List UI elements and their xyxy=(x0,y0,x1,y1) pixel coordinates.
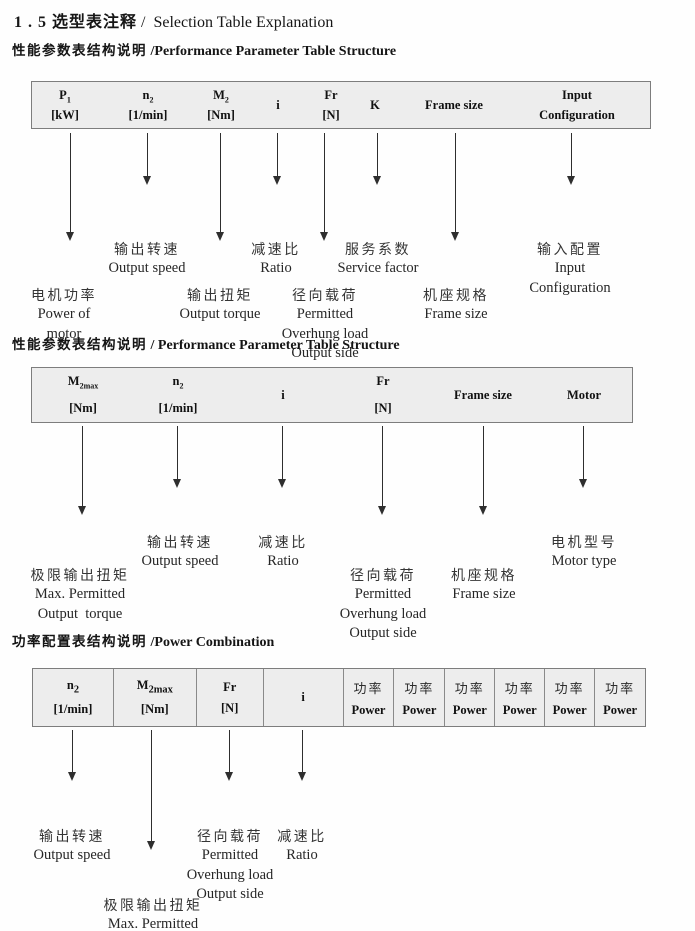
down-arrow xyxy=(224,730,234,781)
page-title-en: / Selection Table Explanation xyxy=(137,14,334,31)
col-header-frame-size: Frame size xyxy=(454,387,512,402)
arrowhead-icon xyxy=(451,232,459,241)
section-3-heading-en: /Power Combination xyxy=(147,635,275,650)
arrowhead-icon xyxy=(320,232,328,241)
col-header-fr: Fr[N] xyxy=(322,87,340,122)
section-3-heading: 功率配置表结构说明 /Power Combination xyxy=(12,630,274,651)
param-table-2: M2max[Nm] n2[1/min] i Fr[N] Frame size M… xyxy=(31,367,633,423)
arrowhead-icon xyxy=(78,506,86,515)
section-1-heading: 性能参数表结构说明 /Performance Parameter Table S… xyxy=(12,39,396,60)
arrowhead-icon xyxy=(373,176,381,185)
down-arrow xyxy=(67,730,77,781)
col-header-i: i xyxy=(281,387,285,402)
section-1-heading-en: /Performance Parameter Table Structure xyxy=(147,44,397,59)
col-header-m2max: M2max[Nm] xyxy=(67,374,99,415)
page-title: 1 . 5 选型表注释 / Selection Table Explanatio… xyxy=(14,8,333,32)
page-title-zh: 选型表注释 xyxy=(52,14,138,31)
arrowhead-icon xyxy=(216,232,224,241)
section-2-heading-zh: 性能参数表结构说明 xyxy=(12,337,147,352)
down-arrow xyxy=(372,133,382,185)
down-arrow xyxy=(578,426,588,488)
arrowhead-icon xyxy=(66,232,74,241)
arrowhead-icon xyxy=(68,772,76,781)
down-arrow xyxy=(297,730,307,781)
arrowhead-icon xyxy=(278,479,286,488)
arrowhead-icon xyxy=(579,479,587,488)
col-header-i: i xyxy=(264,669,344,726)
down-arrow xyxy=(277,426,287,488)
down-arrow xyxy=(478,426,488,515)
down-arrow xyxy=(215,133,225,241)
col-header-n2: n2[1/min] xyxy=(128,87,168,122)
col-header-n2: n2[1/min] xyxy=(158,374,198,415)
down-arrow xyxy=(172,426,182,488)
section-1-heading-zh: 性能参数表结构说明 xyxy=(12,43,147,58)
param-table-1: P1[kW] n2[1/min] M2[Nm] i Fr[N] K Frame … xyxy=(31,81,651,129)
col-header-m2max: M2max[Nm] xyxy=(114,669,197,726)
down-arrow xyxy=(377,426,387,515)
arrowhead-icon xyxy=(143,176,151,185)
col-header-motor: Motor xyxy=(566,387,602,402)
section-3-heading-zh: 功率配置表结构说明 xyxy=(12,634,147,649)
arrowhead-icon xyxy=(298,772,306,781)
down-arrow xyxy=(146,730,156,850)
col-header-frame-size: Frame size xyxy=(425,97,483,112)
arrowhead-icon xyxy=(479,506,487,515)
col-header-n2: n2[1/min] xyxy=(33,669,114,726)
down-arrow xyxy=(319,133,329,241)
down-arrow xyxy=(566,133,576,185)
arrowhead-icon xyxy=(567,176,575,185)
down-arrow xyxy=(450,133,460,241)
col-header-p1: P1[kW] xyxy=(51,87,79,122)
arrowhead-icon xyxy=(378,506,386,515)
section-number: 1 . 5 xyxy=(14,14,52,31)
col-header-m2: M2[Nm] xyxy=(207,87,235,122)
down-arrow xyxy=(142,133,152,185)
col-header-fr: Fr[N] xyxy=(197,669,264,726)
arrowhead-icon xyxy=(273,176,281,185)
col-header-i: i xyxy=(276,97,280,112)
col-header-fr: Fr[N] xyxy=(374,374,392,415)
arrowhead-icon xyxy=(173,479,181,488)
arrowhead-icon xyxy=(147,841,155,850)
col-header-k: K xyxy=(370,97,380,112)
down-arrow xyxy=(272,133,282,185)
down-arrow xyxy=(65,133,75,241)
section-2-heading: 性能参数表结构说明 / Performance Parameter Table … xyxy=(12,333,400,354)
arrowhead-icon xyxy=(225,772,233,781)
down-arrow xyxy=(77,426,87,515)
section-2-heading-en: / Performance Parameter Table Structure xyxy=(147,338,400,353)
